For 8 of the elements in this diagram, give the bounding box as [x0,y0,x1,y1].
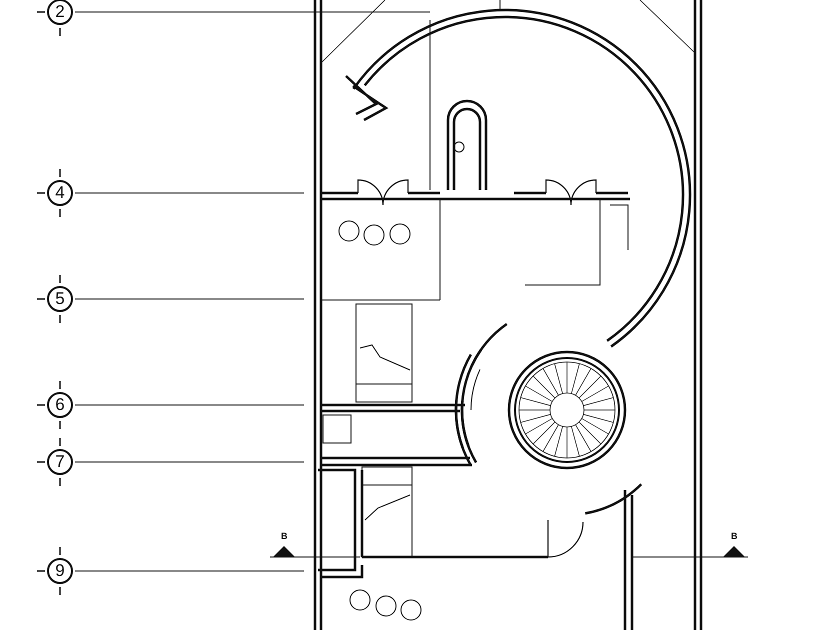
section-label: B [731,531,738,541]
grid-bubble: 9 [47,558,73,584]
grid-bubble: 7 [47,449,73,475]
grid-bubble: 2 [47,0,73,25]
grid-bubble: 4 [47,180,73,206]
grid-bubble: 6 [47,392,73,418]
grid-bubble: 5 [47,286,73,312]
section-label: B [281,531,288,541]
